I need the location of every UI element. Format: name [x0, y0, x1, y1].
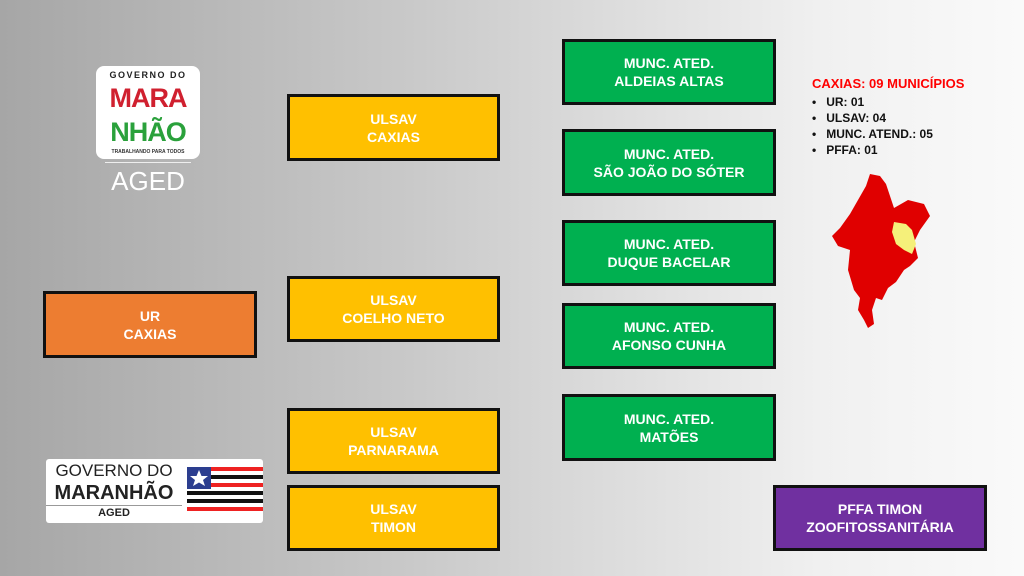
- logo-text: MARA: [109, 83, 188, 113]
- box-label: MUNC. ATED.: [623, 55, 715, 71]
- munc-matoes-box: MUNC. ATED.MATÕES: [562, 394, 776, 461]
- box-label: CAXIAS: [367, 128, 420, 145]
- logo-tagline: TRABALHANDO PARA TODOS: [111, 149, 185, 155]
- governo-maranhao-logo: GOVERNO DO MARA NHÃO TRABALHANDO PARA TO…: [96, 66, 200, 197]
- box-label: DUQUE BACELAR: [607, 254, 731, 270]
- logo-text: GOVERNO DO: [55, 461, 173, 480]
- caxias-region-shape: [892, 222, 916, 254]
- summary-panel: CAXIAS: 09 MUNICÍPIOS UR: 01 ULSAV: 04 M…: [812, 76, 964, 158]
- summary-item: PFFA: 01: [812, 142, 964, 158]
- box-label: TIMON: [370, 519, 417, 535]
- box-label: MUNC. ATED.: [623, 410, 715, 427]
- box-label: MUNC. ATED.: [623, 236, 715, 252]
- maranhao-flag-icon: [187, 467, 263, 511]
- ulsav-coelho-neto-box: ULSAV COELHO NETO: [287, 276, 500, 342]
- munc-afonso-cunha-box: MUNC. ATED. AFONSO CUNHA: [562, 303, 776, 369]
- box-label: MATÕES: [639, 428, 699, 445]
- box-label: SÃO JOÃO DO SÓTER: [593, 163, 745, 180]
- logo-text: GOVERNO DO: [109, 70, 187, 80]
- box-label: UR: [139, 307, 161, 324]
- munc-duque-bacelar-box: MUNC. ATED. DUQUE BACELAR: [562, 220, 776, 286]
- logo-text: AGED: [98, 507, 130, 519]
- box-label: AFONSO CUNHA: [611, 337, 727, 353]
- aged-label: AGED: [105, 162, 191, 197]
- munc-sao-joao-do-soter-box: MUNC. ATED.SÃO JOÃO DO SÓTER: [562, 129, 776, 196]
- box-label: MUNC. ATED.: [623, 145, 715, 162]
- box-label: COELHO NETO: [342, 310, 445, 326]
- munc-aldeias-altas-box: MUNC. ATED. ALDEIAS ALTAS: [562, 39, 776, 105]
- summary-title: CAXIAS: 09 MUNICÍPIOS: [812, 76, 965, 91]
- box-label: ZOOFITOSSANITÁRIA: [806, 519, 954, 535]
- governo-maranhao-aged-logo: GOVERNO DO MARANHÃO AGED: [46, 459, 263, 523]
- box-label: ULSAV: [370, 501, 417, 517]
- box-label: ULSAV: [370, 292, 417, 308]
- box-label: PARNARAMA: [348, 442, 439, 458]
- ulsav-parnarama-box: ULSAV PARNARAMA: [287, 408, 500, 474]
- box-label: PFFA TIMON: [837, 501, 923, 517]
- box-label: MUNC. ATED.: [623, 319, 715, 335]
- logo-text: MARANHÃO: [46, 481, 182, 506]
- summary-item: UR: 01: [812, 94, 964, 110]
- map-state-shape: [832, 174, 930, 328]
- box-label: ULSAV: [370, 110, 417, 127]
- summary-item: ULSAV: 04: [812, 110, 964, 126]
- box-label: CAXIAS: [123, 325, 177, 342]
- logo-text: NHÃO: [110, 117, 187, 147]
- box-label: ALDEIAS ALTAS: [614, 73, 724, 89]
- ulsav-timon-box: ULSAV TIMON: [287, 485, 500, 551]
- maranhao-map: [832, 174, 930, 328]
- pffa-timon-box: PFFA TIMON ZOOFITOSSANITÁRIA: [773, 485, 987, 551]
- summary-item: MUNC. ATEND.: 05: [812, 126, 964, 142]
- box-label: ULSAV: [370, 424, 417, 440]
